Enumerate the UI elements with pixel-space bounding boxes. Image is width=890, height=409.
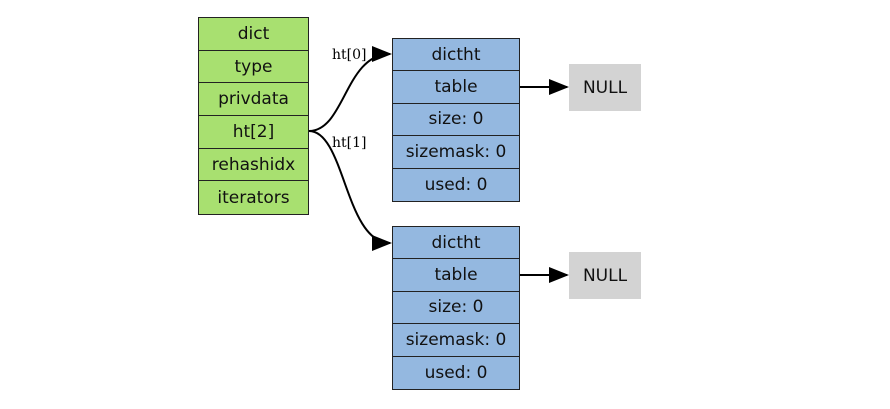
dictht-node-1: dictht table size: 0 sizemask: 0 used: 0 [392,226,520,390]
dictht-field: dictht [393,39,519,72]
dict-field: iterators [217,187,290,208]
dict-node: dict type privdata ht[2] rehashidx itera… [198,17,309,215]
dictht-field: sizemask: 0 [393,136,519,169]
dictht-field: table [393,259,519,292]
dict-field: rehashidx [199,149,308,182]
dict-field: ht[2] [199,116,308,149]
edge-label-ht1: ht[1] [332,135,367,151]
dictht-field: used: 0 [424,174,488,195]
null-node-1: NULL [569,252,641,299]
dictht-field: sizemask: 0 [393,324,519,357]
dictht-field: size: 0 [393,292,519,325]
edge-label-ht0: ht[0] [332,47,367,63]
dict-field: type [199,51,308,84]
edge-ht1 [308,130,392,251]
dictht-field: table [393,71,519,104]
edge-ht0 [308,46,392,132]
dictht-field: dictht [393,227,519,260]
dictht-field: size: 0 [393,104,519,137]
dict-field: privdata [199,83,308,117]
dict-field: dict [199,18,308,51]
dictht-node-0: dictht table size: 0 sizemask: 0 used: 0 [392,38,520,202]
dictht-field: used: 0 [424,362,488,383]
null-node-0: NULL [569,64,641,111]
